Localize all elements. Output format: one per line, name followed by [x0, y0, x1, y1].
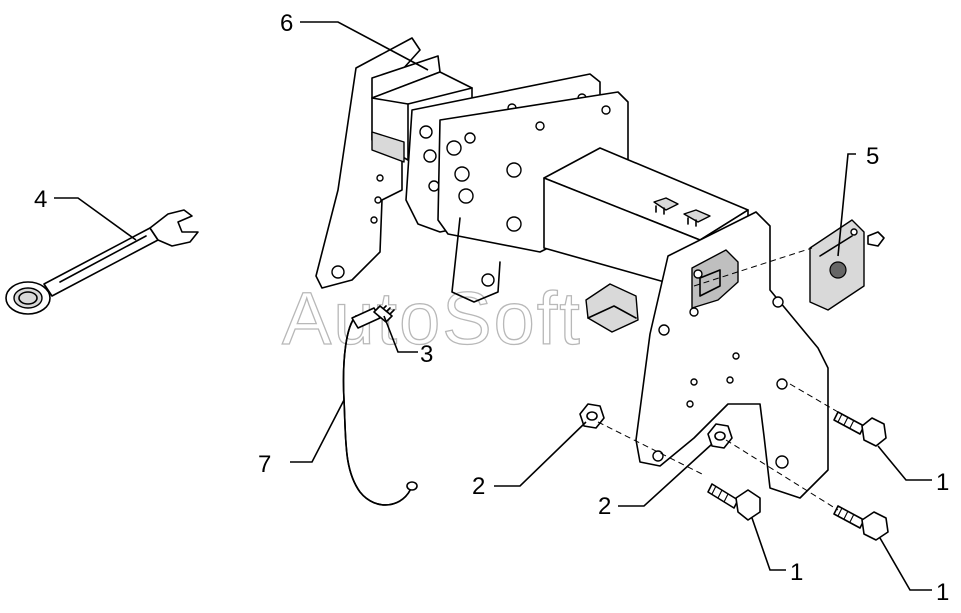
alignment-lines	[597, 247, 839, 511]
callout-1a: 1	[936, 469, 949, 496]
callout-4: 4	[34, 186, 47, 213]
callout-1c: 1	[936, 579, 949, 606]
callout-2b: 2	[598, 493, 611, 520]
hose-icon	[342, 307, 418, 506]
callout-1b: 1	[790, 559, 803, 586]
callout-5: 5	[866, 143, 879, 170]
bolt-icon	[833, 505, 889, 541]
callout-6: 6	[280, 10, 293, 37]
wrench-icon	[5, 209, 199, 315]
bracket-assembly	[315, 37, 829, 499]
callout-2a: 2	[472, 473, 485, 500]
cover-plate-icon	[809, 219, 885, 311]
bolt-icon	[833, 411, 887, 447]
nut-icon	[707, 423, 733, 449]
callout-7: 7	[258, 451, 271, 478]
pin-icon	[373, 305, 395, 323]
watermark: AutoSoft	[282, 277, 582, 360]
bolt-icon	[707, 483, 761, 521]
leader-lines	[54, 21, 932, 591]
callout-3: 3	[420, 341, 433, 368]
